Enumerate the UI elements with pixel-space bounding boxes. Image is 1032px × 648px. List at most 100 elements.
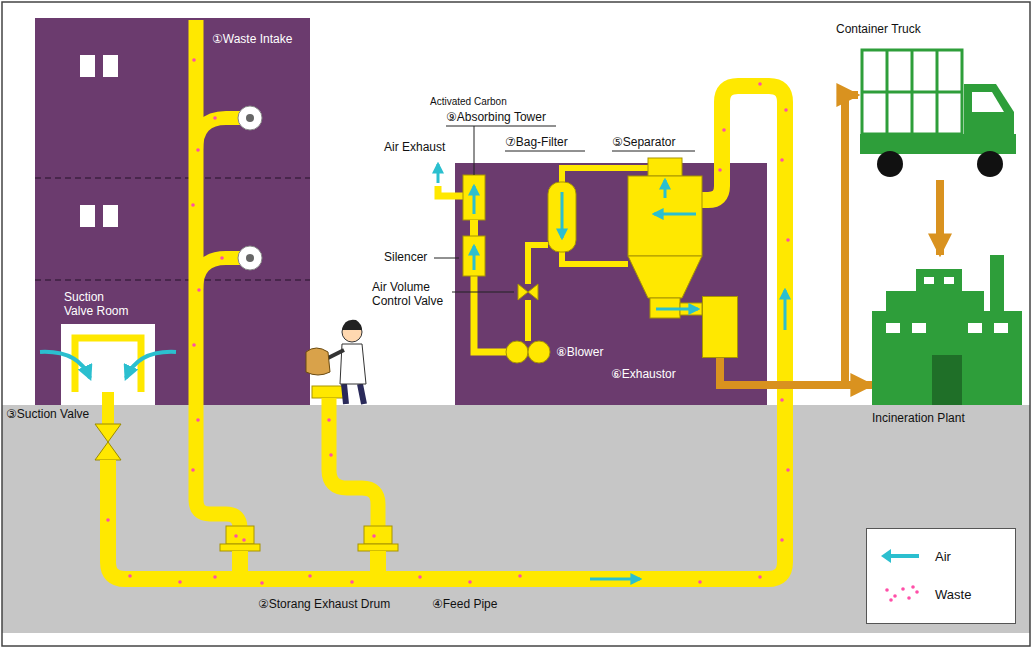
silencer (463, 236, 506, 352)
waste-dots (178, 580, 182, 584)
waste-dots (327, 418, 331, 422)
leader-line (474, 126, 475, 175)
container-truck-drawing (860, 134, 1016, 154)
part-label: ⑤Separator (612, 135, 675, 149)
transport-arrow (720, 358, 872, 385)
legend-sample (887, 554, 919, 558)
separator (654, 213, 696, 216)
waste-dots (722, 128, 726, 132)
waste-intake-pipe (246, 254, 254, 262)
container-truck-drawing (862, 50, 962, 134)
waste-dots (128, 574, 132, 578)
air-flow-arrow (590, 578, 640, 581)
waste-intake-pipe (196, 118, 240, 150)
waste-intake-pipe (246, 114, 254, 122)
ground (2, 405, 1030, 633)
part-label: Air Volume Control Valve (372, 280, 450, 309)
legend-text: Air (935, 549, 951, 564)
legend-entry: Waste (879, 575, 1003, 613)
waste-dots (308, 574, 312, 578)
legend-sample (893, 594, 897, 598)
left-building (103, 55, 118, 77)
blower (506, 341, 550, 363)
part-label: ①Waste Intake (212, 32, 292, 46)
waste-dots (518, 574, 522, 578)
storage-drum (232, 551, 248, 571)
node-label: Incineration Plant (872, 411, 965, 425)
node-label: Container Truck (836, 22, 921, 36)
legend-box: AirWaste (866, 528, 1016, 624)
part-label: ⑧Blower (556, 345, 603, 359)
silencer (474, 276, 506, 352)
waste-dots (197, 288, 201, 292)
part-label: Air Exhaust (384, 140, 445, 154)
legend-sample (881, 549, 891, 563)
incineration-plant: Incineration Plant (872, 255, 1022, 405)
waste-intake-pipe (196, 258, 240, 290)
suction-valve (95, 442, 121, 460)
suction-valve-room (102, 392, 114, 424)
part-label: Silencer (384, 250, 427, 264)
exhaustor-box: ⑥Exhaustor (702, 296, 738, 358)
absorbing-tower (473, 186, 476, 214)
incineration-plant-drawing (872, 255, 1022, 405)
incineration-plant-drawing (886, 269, 984, 311)
part-label: ③Suction Valve (6, 407, 89, 421)
legend-sample (915, 590, 919, 594)
node-label: ⑥Exhaustor (611, 367, 676, 381)
absorbing-tower (438, 164, 485, 236)
separator (656, 308, 698, 311)
person (306, 320, 366, 404)
waste-dots (106, 58, 790, 585)
legend-text: Waste (935, 587, 971, 602)
incineration-plant-drawing (968, 323, 982, 333)
storage-drum (220, 544, 260, 551)
left-building (80, 55, 95, 77)
ground (2, 405, 1030, 633)
air-flow-arrow (590, 290, 785, 579)
storage-drum (226, 526, 254, 544)
person (344, 384, 364, 404)
storage-drum (329, 398, 378, 526)
silencer (463, 236, 485, 276)
legend-sample (901, 587, 905, 591)
waste-dots (718, 168, 722, 172)
waste-dots (260, 581, 264, 585)
waste-dots (213, 575, 217, 579)
container-truck-drawing (977, 151, 1003, 177)
left-building (35, 177, 310, 179)
incineration-plant-drawing (944, 277, 954, 284)
person (306, 348, 330, 375)
left-building (80, 205, 95, 227)
suction-valve-room (75, 338, 141, 392)
legend-sample (885, 588, 889, 592)
container-truck: Container Truck (858, 48, 1018, 180)
separator (628, 176, 702, 256)
absorbing-tower (437, 164, 440, 183)
waste-dots (196, 148, 200, 152)
bag-filter (562, 252, 628, 264)
incineration-plant-drawing (924, 277, 934, 284)
waste-dots (780, 158, 784, 162)
legend-sample (879, 546, 923, 566)
storage-drum (370, 551, 386, 571)
left-building (103, 205, 118, 227)
legend-sample (889, 598, 893, 602)
container-truck-drawing (858, 48, 1018, 180)
suction-valve-room (40, 352, 90, 378)
legend-entry: Air (879, 537, 1003, 575)
air-flow-arrow (784, 290, 787, 330)
waste-dots (418, 575, 422, 579)
waste-dots (220, 256, 224, 260)
control-valve (518, 284, 528, 300)
control-valve (528, 284, 538, 300)
waste-dots (350, 580, 354, 584)
waste-dots (191, 203, 195, 207)
part-label: Activated Carbon (430, 96, 507, 108)
